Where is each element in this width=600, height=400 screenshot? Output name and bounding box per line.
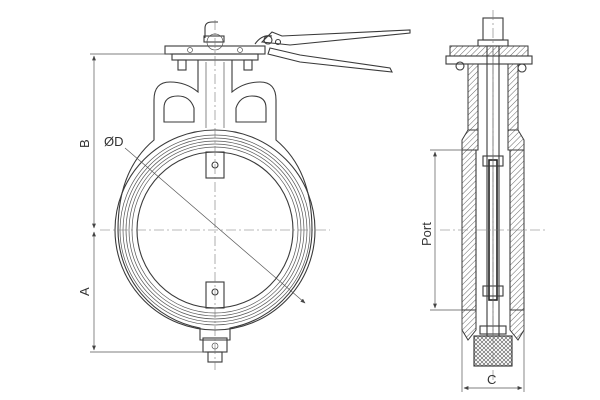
body-window-right [235, 95, 267, 123]
port-label: Port [419, 222, 434, 246]
dimension-a-label: A [77, 287, 92, 296]
diameter-dimension-line [124, 147, 306, 304]
dimension-c-label: C [487, 372, 496, 387]
side-top-flange [449, 45, 529, 57]
diameter-label: ØD [104, 134, 124, 149]
front-view: ØD B A [77, 20, 411, 370]
side-view: Port C [419, 10, 545, 392]
body-window-left [163, 95, 195, 123]
handle-lever [203, 21, 411, 73]
dimension-b-label: B [77, 139, 92, 148]
